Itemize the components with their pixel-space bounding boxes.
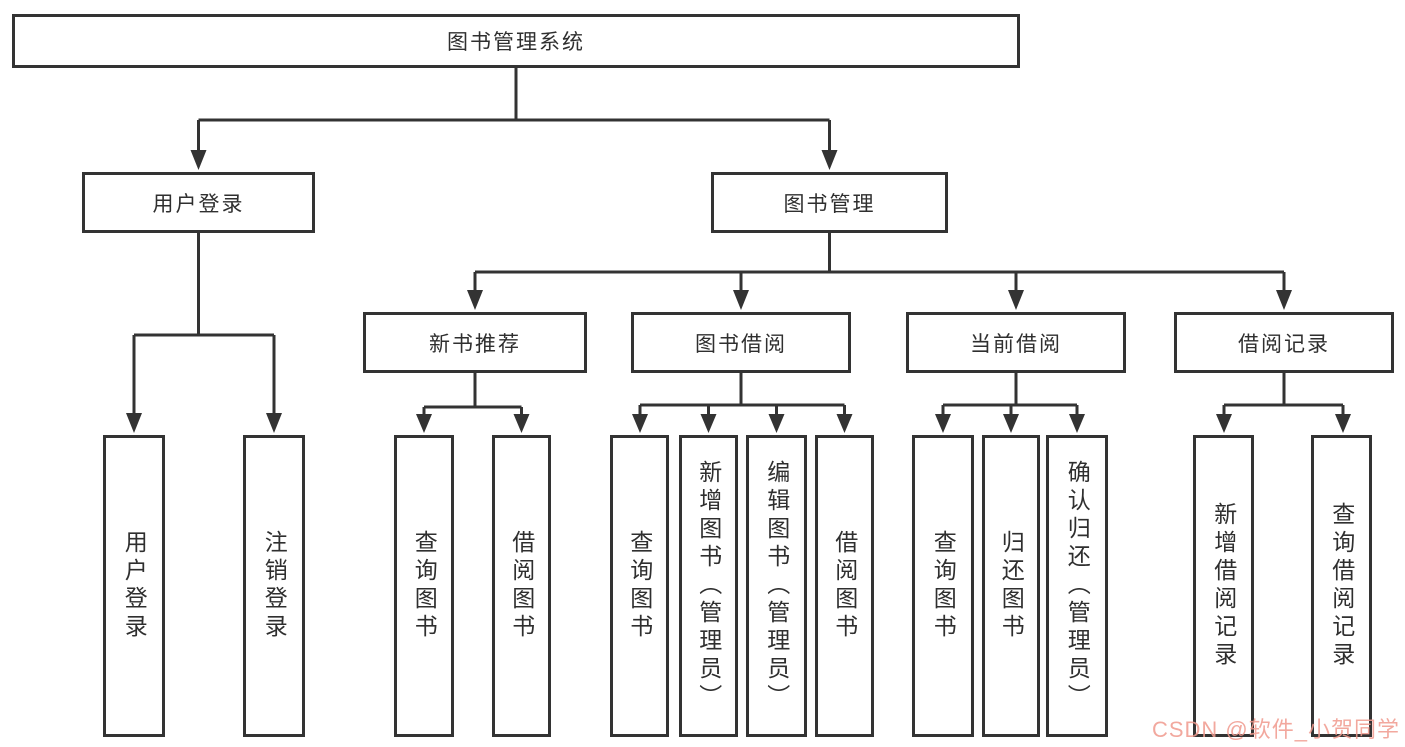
leaf-current-query-books: 查询图书	[912, 435, 974, 737]
leaf-borrow-query-books-label: 查询图书	[626, 530, 653, 642]
leaf-recommend-query-books: 查询图书	[394, 435, 454, 737]
node-user-login: 用户登录	[82, 172, 315, 233]
leaf-current-confirm-return-admin-label: 确认归还（管理员）	[1064, 460, 1091, 712]
leaf-recommend-borrow-books-label: 借阅图书	[508, 530, 535, 642]
node-borrow-records: 借阅记录	[1174, 312, 1394, 373]
leaf-borrow-borrow-books-label: 借阅图书	[831, 530, 858, 642]
leaf-records-query-record-label: 查询借阅记录	[1328, 502, 1355, 670]
leaf-recommend-borrow-books: 借阅图书	[492, 435, 551, 737]
arrowheads	[126, 150, 1351, 433]
leaf-borrow-borrow-books: 借阅图书	[815, 435, 874, 737]
connector-path	[132, 68, 1345, 416]
node-root: 图书管理系统	[12, 14, 1020, 68]
leaf-borrow-query-books: 查询图书	[610, 435, 669, 737]
node-book-borrow: 图书借阅	[631, 312, 851, 373]
node-current-borrow: 当前借阅	[906, 312, 1126, 373]
node-new-book-recommend: 新书推荐	[363, 312, 587, 373]
leaf-current-return-books-label: 归还图书	[998, 530, 1025, 642]
node-book-management: 图书管理	[711, 172, 948, 233]
leaf-current-confirm-return-admin: 确认归还（管理员）	[1046, 435, 1108, 737]
leaf-current-query-books-label: 查询图书	[930, 530, 957, 642]
leaf-borrow-edit-books-admin-label: 编辑图书（管理员）	[763, 460, 790, 712]
leaf-records-query-record: 查询借阅记录	[1311, 435, 1372, 737]
leaf-logout-login-label: 注销登录	[261, 530, 288, 642]
leaf-logout-login: 注销登录	[243, 435, 305, 737]
leaf-borrow-add-books-admin: 新增图书（管理员）	[679, 435, 738, 737]
leaf-current-return-books: 归还图书	[982, 435, 1040, 737]
leaf-user-login-label: 用户登录	[121, 530, 148, 642]
leaf-recommend-query-books-label: 查询图书	[411, 530, 438, 642]
leaf-user-login: 用户登录	[103, 435, 165, 737]
leaf-borrow-add-books-admin-label: 新增图书（管理员）	[695, 460, 722, 712]
leaf-borrow-edit-books-admin: 编辑图书（管理员）	[746, 435, 807, 737]
leaf-records-add-record: 新增借阅记录	[1193, 435, 1254, 737]
csdn-watermark: CSDN @软件_小贺同学	[1151, 717, 1400, 742]
leaf-records-add-record-label: 新增借阅记录	[1210, 502, 1237, 670]
